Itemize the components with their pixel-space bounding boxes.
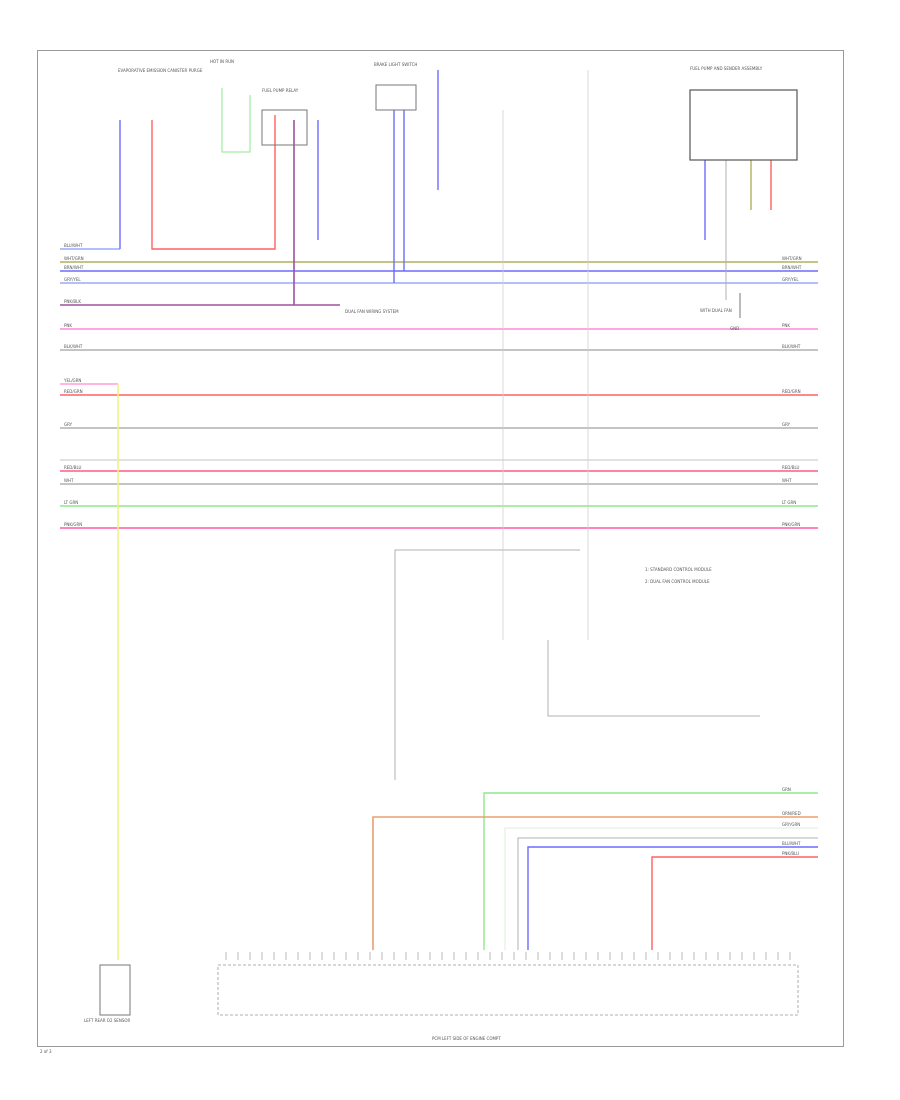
wire-label-right-l3: BRN/WHT: [782, 265, 802, 270]
wire-label-left-l13: WHT: [64, 478, 74, 483]
pcm-wire-orange: [372, 816, 818, 950]
note-dual-fan: DUAL FAN WIRING SYSTEM: [345, 309, 399, 314]
wire-label-left-l14: LT GRN: [64, 500, 78, 505]
wire-label-right-l13: WHT: [782, 478, 792, 483]
wire-label-left-l6: PNK: [64, 323, 72, 328]
legend-item-1: 1: STANDARD CONTROL MODULE: [645, 567, 712, 572]
wire-label-l17: GRN: [782, 787, 791, 792]
drop-relay-red: [151, 115, 276, 250]
wire-label-l5: PNK/BLK: [64, 299, 81, 304]
vertical-drops: [117, 70, 818, 960]
pcm-connector-box: [217, 964, 799, 1016]
wire-label-right-l2: WHT/GRN: [782, 256, 802, 261]
ground-label: GND: [730, 326, 739, 331]
caption-pcm: PCM LEFT SIDE OF ENGINE COMPT: [432, 1036, 501, 1041]
wire-label-left-l15: PNK/GRN: [64, 522, 82, 527]
relay-coil-wire: [221, 88, 251, 153]
wire-label-l20: BLU/WHT: [782, 841, 801, 846]
wire-label-right-l10: GRY: [782, 422, 791, 427]
pcm-wire-blue: [527, 846, 818, 950]
caption-brake-switch: BRAKE LIGHT SWITCH: [374, 62, 417, 67]
wire-label-right-l12: RED/BLU: [782, 465, 800, 470]
legend-item-2: 2: DUAL FAN CONTROL MODULE: [645, 579, 710, 584]
fuel-pump-relay-box: [261, 109, 308, 146]
wire-label-left-l4: GRY/YEL: [64, 277, 81, 282]
fuel-sender-box: [689, 89, 798, 161]
wire-label-right-l15: PNK/GRN: [782, 522, 800, 527]
diagram-frame: [37, 50, 844, 1047]
wire-label-right-l4: GRY/YEL: [782, 277, 799, 282]
pcm-wire-lt: [504, 827, 818, 950]
caption-hot-in-run: HOT IN RUN: [210, 59, 234, 64]
wire-label-right-l9: RED/GRN: [782, 389, 801, 394]
drop-fan-3: [547, 640, 760, 717]
pcm-wire-red: [651, 856, 818, 950]
wire-label-l19: GRY/GRN: [782, 822, 800, 827]
bus-lines: [60, 248, 818, 529]
wire-label-right-l6: PNK: [782, 323, 790, 328]
wire-label-left-l10: GRY: [64, 422, 73, 427]
wire-label-l1: BLU/WHT: [64, 243, 83, 248]
caption-o2-sensor: LEFT REAR O2 SENSOR: [84, 1018, 131, 1023]
wire-label-right-l14: LT GRN: [782, 500, 796, 505]
wire-label-left-l9: RED/GRN: [64, 389, 83, 394]
wire-label-l18: ORN/RED: [782, 811, 801, 816]
o2-sensor-box: [99, 964, 131, 1016]
component-boxes: [99, 84, 799, 1016]
wire-label-l8: YEL/GRN: [63, 378, 81, 383]
wire-label-left-l12: RED/BLU: [64, 465, 82, 470]
wire-label-l21: PNK/BLU: [782, 851, 799, 856]
page-number: 2 of 3: [40, 1049, 52, 1054]
wire-label-left-l7: BLK/WHT: [64, 344, 83, 349]
pcm-wire-green: [483, 792, 818, 950]
wire-label-left-l3: BRN/WHT: [64, 265, 84, 270]
wire-label-left-l2: WHT/GRN: [64, 256, 84, 261]
caption-fuel-sender: FUEL PUMP AND SENDER ASSEMBLY: [690, 66, 763, 71]
note-with-dual-fan: WITH DUAL FAN: [700, 308, 732, 313]
pcm-wire-gray: [517, 837, 818, 950]
brake-switch-box: [375, 84, 417, 111]
caption-evap-purge: EVAPORATIVE EMISSION CANISTER PURGE: [118, 68, 203, 73]
caption-fuel-pump-relay: FUEL PUMP RELAY: [262, 88, 299, 93]
drop-fan-gray: [394, 549, 580, 780]
wire-labels: WHT/GRN WHT/GRN BRN/WHT BRN/WHT GRY/YEL GRY/Y…: [63, 243, 802, 856]
wire-label-right-l7: BLK/WHT: [782, 344, 801, 349]
